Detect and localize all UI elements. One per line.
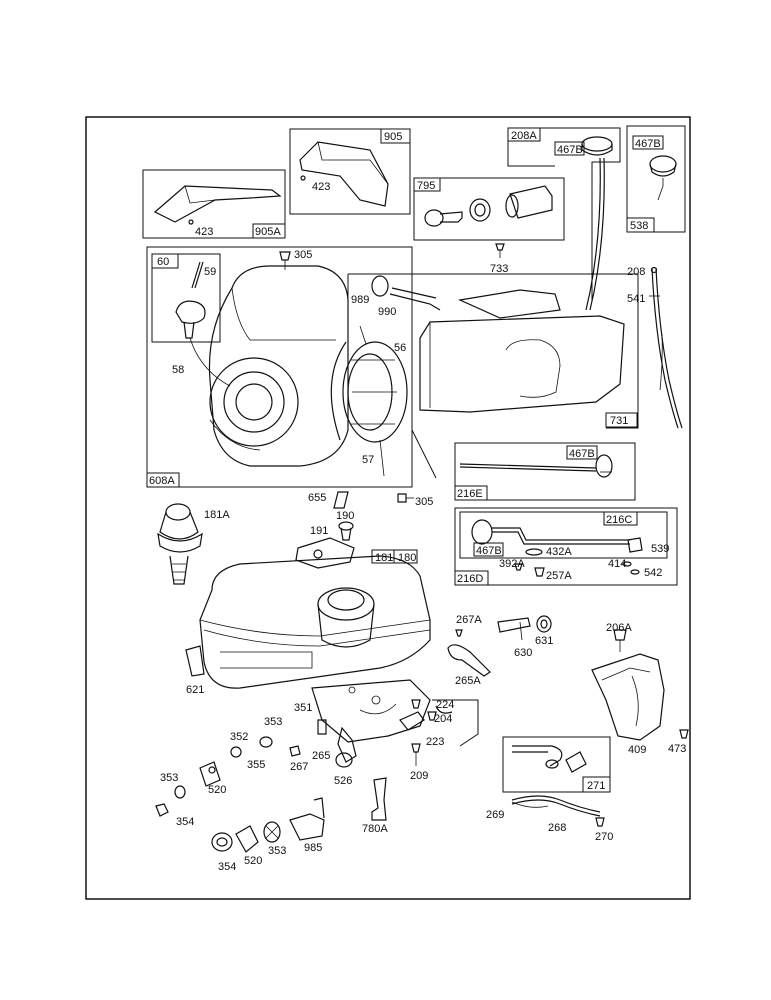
callout-608a: 608A (149, 475, 175, 487)
callout-520: 520 (244, 855, 262, 867)
callout-905: 905 (384, 131, 402, 143)
callout-414: 414 (608, 558, 626, 570)
callout-423: 423 (195, 226, 213, 238)
screw-733 (495, 243, 505, 258)
callout-265: 265 (312, 750, 330, 762)
part-group-538 (626, 125, 686, 233)
callout-60: 60 (157, 256, 169, 268)
callout-270: 270 (595, 831, 613, 843)
callout-985: 985 (304, 842, 322, 854)
callout-467b: 467B (476, 545, 502, 557)
callout-467b: 467B (557, 144, 583, 156)
callout-655: 655 (308, 492, 326, 504)
part-group-271 (502, 736, 611, 793)
callout-542: 542 (644, 567, 662, 579)
callout-180: 180 (398, 552, 416, 564)
callout-305: 305 (294, 249, 312, 261)
callout-353: 353 (268, 845, 286, 857)
part-control-bracket (230, 679, 479, 821)
callout-351: 351 (294, 702, 312, 714)
callout-392a: 392A (499, 558, 525, 570)
part-181a (157, 503, 203, 585)
callout-780a: 780A (362, 823, 388, 835)
callout-423: 423 (312, 181, 330, 193)
callout-265a: 265A (455, 675, 481, 687)
callout-56: 56 (394, 342, 406, 354)
part-630-631 (455, 615, 552, 641)
callout-208a: 208A (511, 130, 537, 142)
callout-181: 181 (375, 552, 393, 564)
part-265a (447, 644, 491, 677)
part-tube-208 (649, 266, 683, 429)
part-group-208a (507, 127, 621, 311)
callout-224: 224 (436, 699, 454, 711)
callout-731: 731 (610, 415, 628, 427)
callout-733: 733 (490, 263, 508, 275)
part-group-731 (347, 273, 639, 479)
callout-353: 353 (264, 716, 282, 728)
callout-190: 190 (336, 510, 354, 522)
part-cable-268 (511, 795, 605, 827)
callout-409: 409 (628, 744, 646, 756)
callout-305: 305 (415, 496, 433, 508)
callout-990: 990 (378, 306, 396, 318)
part-group-905 (289, 128, 411, 215)
callout-271: 271 (587, 780, 605, 792)
callout-467b: 467B (635, 138, 661, 150)
callout-905a: 905A (255, 226, 281, 238)
callout-209: 209 (410, 770, 428, 782)
part-bottom-cluster (211, 797, 325, 853)
callout-354: 354 (218, 861, 236, 873)
callout-520: 520 (208, 784, 226, 796)
callout-630: 630 (514, 647, 532, 659)
callout-216e: 216E (457, 488, 483, 500)
callout-267a: 267A (456, 614, 482, 626)
part-group-608a (146, 246, 413, 488)
callout-206a: 206A (606, 622, 632, 634)
callout-268: 268 (548, 822, 566, 834)
part-520-353-354 (155, 761, 221, 817)
callout-354: 354 (176, 816, 194, 828)
callout-538: 538 (630, 220, 648, 232)
callout-59: 59 (204, 266, 216, 278)
callout-269: 269 (486, 809, 504, 821)
callout-621: 621 (186, 684, 204, 696)
callout-223: 223 (426, 736, 444, 748)
part-group-795 (413, 177, 565, 241)
callout-267: 267 (290, 761, 308, 773)
part-fuel-tank (185, 549, 431, 689)
callout-216d: 216D (457, 573, 483, 585)
part-group-905a (142, 169, 286, 239)
part-409 (591, 629, 689, 741)
callout-473: 473 (668, 743, 686, 755)
part-190-191 (295, 521, 355, 569)
callout-539: 539 (651, 543, 669, 555)
callout-181a: 181A (204, 509, 230, 521)
callout-191: 191 (310, 525, 328, 537)
callout-353: 353 (160, 772, 178, 784)
callout-631: 631 (535, 635, 553, 647)
diagram-border (85, 116, 691, 900)
callout-58: 58 (172, 364, 184, 376)
part-group-216e (454, 442, 636, 501)
callout-57: 57 (362, 454, 374, 466)
callout-526: 526 (334, 775, 352, 787)
callout-795: 795 (417, 180, 435, 192)
part-group-216d (454, 507, 678, 586)
part-655-305 (333, 491, 414, 509)
callout-355: 355 (247, 759, 265, 771)
callout-257a: 257A (546, 570, 572, 582)
callout-989: 989 (351, 294, 369, 306)
callout-541: 541 (627, 293, 645, 305)
callout-432a: 432A (546, 546, 572, 558)
callout-204: 204 (434, 713, 452, 725)
callout-208: 208 (627, 266, 645, 278)
callout-467b: 467B (569, 448, 595, 460)
callout-352: 352 (230, 731, 248, 743)
callout-216c: 216C (606, 514, 632, 526)
